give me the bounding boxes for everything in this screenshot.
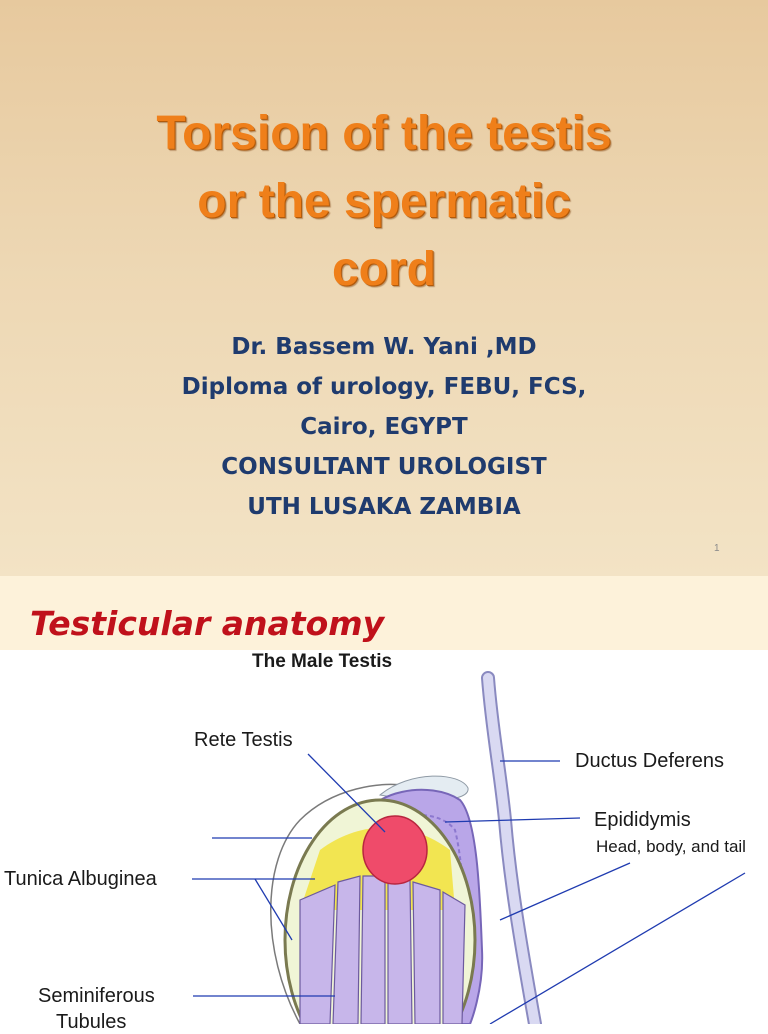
author-line-1: Dr. Bassem W. Yani ,MD xyxy=(231,334,537,360)
label-tunica-albuginea: Tunica Albuginea xyxy=(4,868,157,890)
author-line-5: UTH LUSAKA ZAMBIA xyxy=(247,494,521,520)
page-number: 1 xyxy=(714,543,720,554)
author-line-4: CONSULTANT UROLOGIST xyxy=(221,454,547,480)
figure-title: The Male Testis xyxy=(252,651,393,672)
slide-heading: Testicular anatomy xyxy=(30,604,385,643)
title-line-1: Torsion of the testis xyxy=(156,107,612,160)
slide-title: Torsion of the testis or the spermatic c… xyxy=(0,100,768,304)
label-rete-testis: Rete Testis xyxy=(194,729,293,751)
title-line-3: cord xyxy=(331,243,436,296)
label-seminiferous: Seminiferous xyxy=(38,985,155,1007)
label-tubules: Tubules xyxy=(56,1011,127,1033)
testis-diagram xyxy=(192,671,746,1024)
author-line-3: Cairo, EGYPT xyxy=(300,414,468,440)
label-epididymis: Epididymis xyxy=(594,809,691,831)
label-ductus-deferens: Ductus Deferens xyxy=(575,750,724,772)
label-epididymis-parts: Head, body, and tail xyxy=(596,837,746,856)
title-line-2: or the spermatic xyxy=(197,175,571,228)
author-line-2: Diploma of urology, FEBU, FCS, xyxy=(181,374,587,400)
title-slide: Torsion of the testis or the spermatic c… xyxy=(0,0,768,576)
author-block: Dr. Bassem W. Yani ,MD Diploma of urolog… xyxy=(0,327,768,527)
